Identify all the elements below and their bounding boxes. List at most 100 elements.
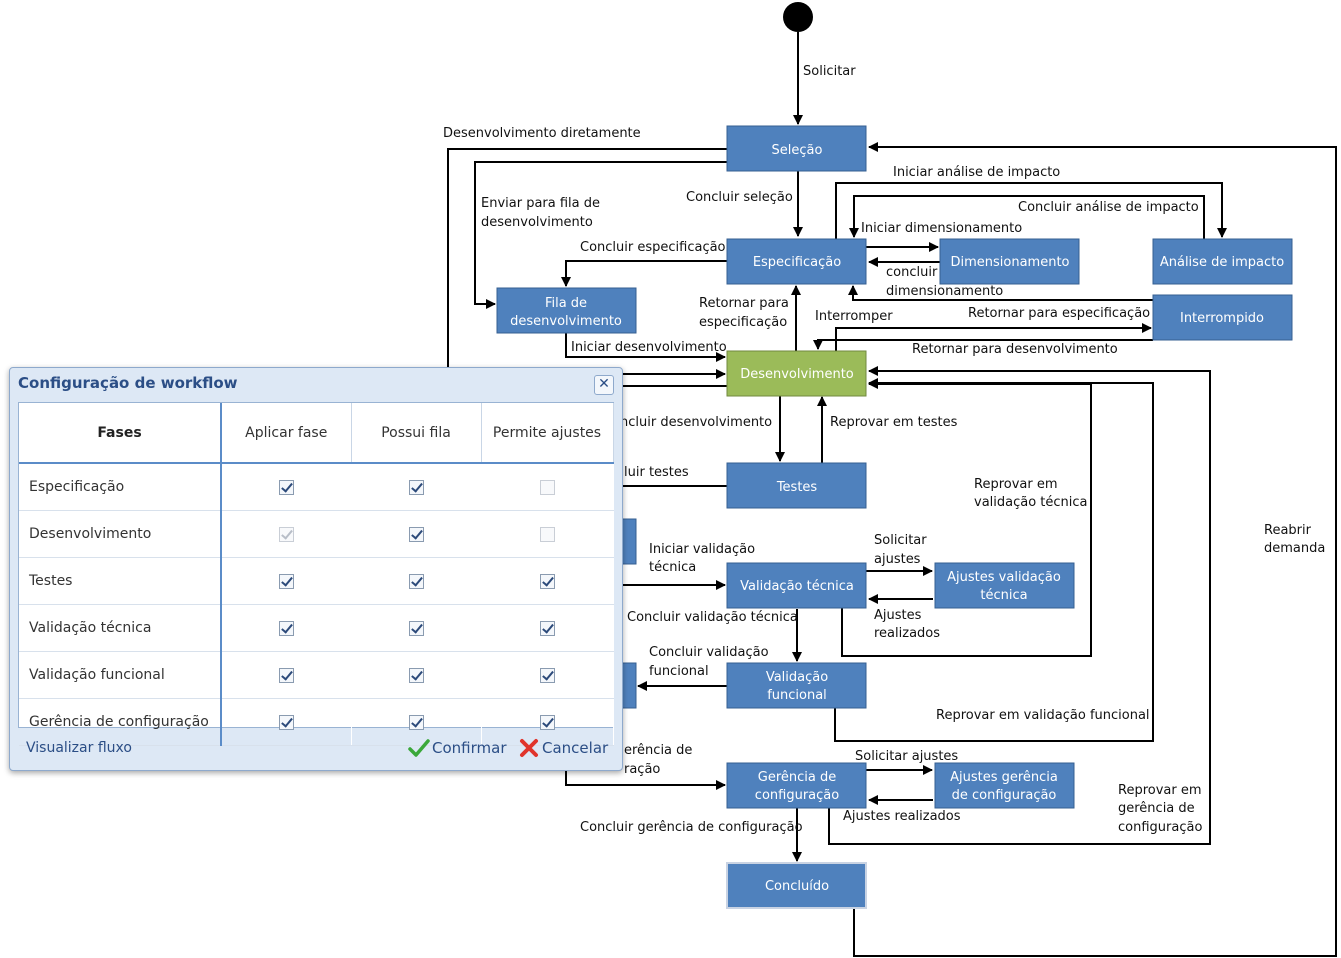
aplicar-fase-checkbox[interactable] <box>278 714 294 730</box>
aplicar-fase-checkbox[interactable] <box>278 620 294 636</box>
svg-text:Validação: Validação <box>766 670 828 685</box>
label-ajustes-realizados-vt-1: Ajustes <box>874 608 922 623</box>
view-flow-link[interactable]: Visualizar fluxo <box>26 740 132 756</box>
label-solicitar: Solicitar <box>803 64 856 79</box>
permite-ajustes-checkbox[interactable] <box>539 573 555 589</box>
close-icon[interactable]: ✕ <box>594 375 614 395</box>
svg-text:Seleção: Seleção <box>772 143 823 158</box>
column-header-fases: Fases <box>19 403 222 464</box>
label-concluir-especificacao: Concluir especificação <box>580 240 726 255</box>
checkbox-cell <box>351 651 482 699</box>
aplicar-fase-checkbox[interactable] <box>278 573 294 589</box>
phase-name: Testes <box>19 557 222 605</box>
label-reprovar-gc-1: Reprovar em <box>1118 783 1202 798</box>
label-enviar-fila-2: desenvolvimento <box>481 215 593 230</box>
possui-fila-checkbox[interactable] <box>408 667 424 683</box>
checkbox-cell <box>221 557 352 605</box>
label-gerencia-frag-2: ração <box>624 762 660 777</box>
node-especificacao: Especificação <box>726 238 867 285</box>
aplicar-fase-checkbox[interactable] <box>278 479 294 495</box>
label-reabrir-1: Reabrir <box>1264 523 1312 538</box>
table-row: Desenvolvimento <box>19 510 614 558</box>
permite-ajustes-checkbox[interactable] <box>539 620 555 636</box>
checkbox-cell <box>221 604 352 652</box>
possui-fila-checkbox[interactable] <box>408 714 424 730</box>
label-reprovar-vf: Reprovar em validação funcional <box>936 708 1150 723</box>
label-enviar-fila-1: Enviar para fila de <box>481 196 600 211</box>
dialog-title: Configuração de workflow <box>18 374 238 392</box>
confirm-label: Confirmar <box>432 739 507 757</box>
checkbox-cell <box>221 651 352 699</box>
label-concluir-vt: Concluir validação técnica <box>627 610 798 625</box>
confirm-button[interactable]: Confirmar <box>408 737 506 759</box>
aplicar-fase-checkbox[interactable] <box>278 667 294 683</box>
svg-text:funcional: funcional <box>767 688 827 703</box>
edges <box>447 32 1337 957</box>
label-retornar-para-desenvolvimento: Retornar para desenvolvimento <box>912 342 1118 357</box>
node-concluido: Concluído <box>726 862 867 909</box>
possui-fila-checkbox[interactable] <box>408 620 424 636</box>
svg-text:Especificação: Especificação <box>753 255 841 270</box>
svg-text:Concluído: Concluído <box>765 879 829 894</box>
permite-ajustes-checkbox[interactable] <box>539 714 555 730</box>
node-ajustes-validacao-tecnica: Ajustes validação técnica <box>934 562 1075 609</box>
label-iniciar-analise-impacto: Iniciar análise de impacto <box>893 165 1060 180</box>
label-reprovar-vt-1: Reprovar em <box>974 477 1058 492</box>
label-reprovar-gc-3: configuração <box>1118 820 1202 835</box>
checkbox-cell <box>481 463 614 511</box>
label-solicitar-ajustes-vt-2: ajustes <box>874 552 921 567</box>
label-ajustes-realizados-vt-2: realizados <box>874 626 940 641</box>
node-ajustes-gerencia: Ajustes gerência de configuração <box>934 762 1075 809</box>
node-validacao-funcional: Validação funcional <box>726 662 867 709</box>
label-reabrir-2: demanda <box>1264 541 1325 556</box>
svg-text:Dimensionamento: Dimensionamento <box>950 255 1069 270</box>
svg-text:de configuração: de configuração <box>952 788 1057 803</box>
label-concluir-selecao: Concluir seleção <box>686 190 793 205</box>
cancel-label: Cancelar <box>542 739 609 757</box>
label-reprovar-gc-2: gerência de <box>1118 801 1195 816</box>
node-testes: Testes <box>726 462 867 509</box>
label-iniciar-vt-2: técnica <box>649 560 696 575</box>
phase-name: Validação técnica <box>19 604 222 652</box>
label-iniciar-desenvolvimento: Iniciar desenvolvimento <box>571 340 727 355</box>
label-iniciar-dimensionamento: Iniciar dimensionamento <box>861 221 1022 236</box>
phase-name: Validação funcional <box>19 651 222 699</box>
permite-ajustes-checkbox[interactable] <box>539 479 555 495</box>
possui-fila-checkbox[interactable] <box>408 526 424 542</box>
node-gerencia-configuracao: Gerência de configuração <box>726 762 867 809</box>
svg-text:Testes: Testes <box>776 480 818 495</box>
label-interromper: Interromper <box>815 309 893 324</box>
cancel-button[interactable]: Cancelar <box>518 737 608 759</box>
label-iniciar-vt-1: Iniciar validação <box>649 542 755 557</box>
node-fila-desenvolvimento: Fila de desenvolvimento <box>496 287 637 334</box>
possui-fila-checkbox[interactable] <box>408 479 424 495</box>
checkbox-cell <box>481 604 614 652</box>
table-row: Gerência de configuração <box>19 698 614 746</box>
node-analise-impacto: Análise de impacto <box>1152 238 1293 285</box>
checkbox-cell <box>481 698 614 746</box>
svg-text:Gerência de: Gerência de <box>758 770 836 785</box>
column-header-possui-fila: Possui fila <box>351 403 482 464</box>
permite-ajustes-checkbox[interactable] <box>539 667 555 683</box>
table-row: Validação técnica <box>19 604 614 652</box>
node-interrompido: Interrompido <box>1152 294 1293 341</box>
phase-name: Desenvolvimento <box>19 510 222 558</box>
table-row: Validação funcional <box>19 651 614 699</box>
label-retornar-para-especificacao: Retornar para especificação <box>968 306 1150 321</box>
svg-text:Desenvolvimento: Desenvolvimento <box>740 367 854 382</box>
checkmark-icon <box>408 739 430 757</box>
possui-fila-checkbox[interactable] <box>408 573 424 589</box>
cancel-x-icon <box>520 739 538 757</box>
workflow-config-dialog: Configuração de workflow ✕ Fases Aplicar… <box>9 367 623 771</box>
svg-text:Análise de impacto: Análise de impacto <box>1160 255 1284 270</box>
label-solicitar-ajustes-vt-1: Solicitar <box>874 533 927 548</box>
svg-text:Ajustes gerência: Ajustes gerência <box>950 770 1058 785</box>
svg-text:técnica: técnica <box>980 588 1027 603</box>
permite-ajustes-checkbox[interactable] <box>539 526 555 542</box>
checkbox-cell <box>481 651 614 699</box>
checkbox-cell <box>351 510 482 558</box>
checkbox-cell <box>351 557 482 605</box>
label-desenvolvimento-diretamente: Desenvolvimento diretamente <box>443 126 641 141</box>
svg-text:desenvolvimento: desenvolvimento <box>510 314 622 329</box>
